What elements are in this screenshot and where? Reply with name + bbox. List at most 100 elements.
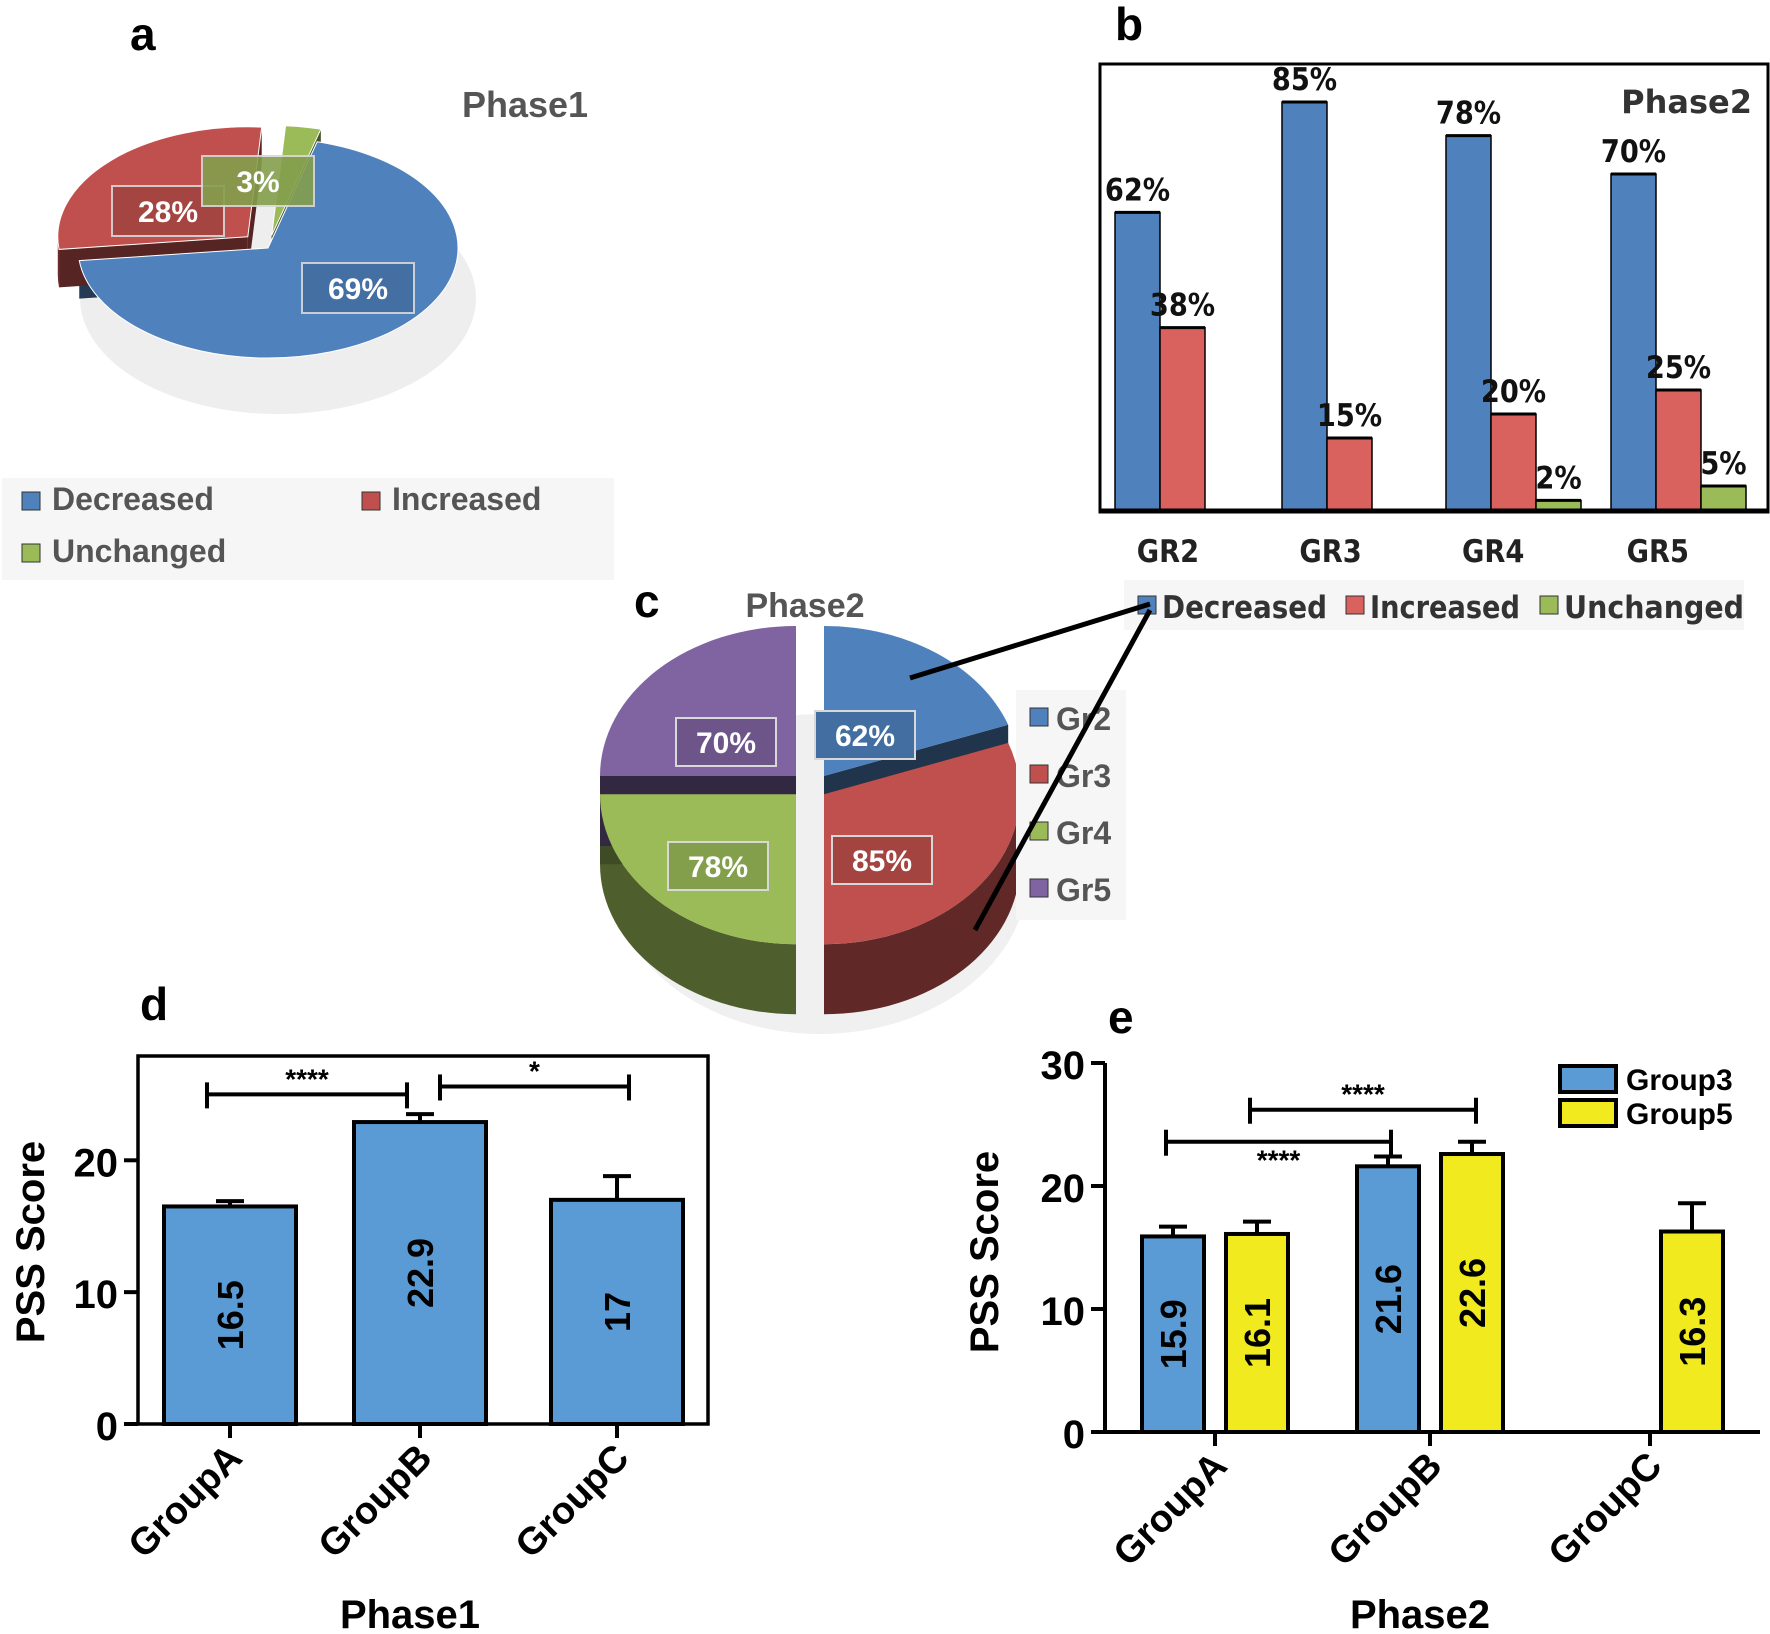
pie-c-label-box-1: [831, 835, 933, 885]
pie-c-label-box-0: [814, 710, 916, 760]
bar-value-label: 15.9: [1153, 1299, 1194, 1369]
bar-b-x-tick-gr3: GR3: [1299, 533, 1361, 569]
bar-value-label: 22.6: [1452, 1258, 1493, 1328]
y-tick-label: 30: [1041, 1044, 1086, 1088]
pie-a: 69%28%3%: [57, 125, 476, 414]
y-axis-title: PSS Score: [9, 1141, 53, 1343]
bar-series-groupa: [162, 1204, 298, 1427]
bar-value-label: 16.1: [1237, 1298, 1278, 1368]
x-tick-label-groupb: GroupB: [1321, 1445, 1451, 1575]
sig-label: ****: [285, 1063, 329, 1094]
bar-value-label: 17: [597, 1292, 638, 1332]
bar-value-label: 21.6: [1368, 1264, 1409, 1334]
legend-b-label-0: Decreased: [1162, 590, 1327, 626]
legend-a-label-2: Unchanged: [52, 533, 226, 569]
bar-b-value-label: 15%: [1317, 397, 1382, 433]
bar-b-value-label: 62%: [1105, 172, 1170, 208]
bar-b-value-label: 38%: [1150, 287, 1215, 323]
x-axis-title: Phase1: [340, 1593, 480, 1634]
connector-line-bottom: [972, 608, 1153, 932]
legend-a-swatch-1: [361, 491, 381, 511]
pie-c-label-gr3: 85%: [852, 845, 912, 878]
bar-b-value-label: 25%: [1646, 349, 1711, 385]
bar-value-label: 16.3: [1672, 1297, 1713, 1367]
legend-c-swatch-0: [1029, 707, 1049, 727]
legend-e-swatch-0: [1558, 1064, 1618, 1094]
panel-b: b Phase2 62% 85% 78% 70% 38% 15% 20% 25% 2% 5% GR2…: [1098, 0, 1770, 630]
bar-b-value-label: 78%: [1436, 95, 1501, 131]
x-tick-label-groupa: GroupA: [1106, 1445, 1236, 1575]
bar-b-decreased-gr5: [1610, 173, 1657, 511]
bar-b-x-tick-gr2: GR2: [1137, 533, 1199, 569]
legend-c-label-gr4: Gr4: [1056, 815, 1111, 851]
x-tick-label-groupc: GroupC: [1541, 1445, 1671, 1575]
panel-letter-a: a: [130, 8, 156, 60]
legend-e-swatch-1: [1558, 1098, 1618, 1128]
bar-b-decreased-gr3: [1281, 101, 1328, 511]
sig-label: *: [529, 1055, 540, 1086]
x-tick-label-groupb: GroupB: [311, 1437, 441, 1567]
legend-b-label-2: Unchanged: [1564, 590, 1744, 626]
panel-letter-c: c: [634, 575, 660, 627]
bar-b-value-label: 70%: [1601, 133, 1666, 169]
legend-a-swatch-0: [21, 491, 41, 511]
bar-b-unchanged-gr5: [1700, 485, 1747, 511]
y-tick-label: 10: [1041, 1290, 1086, 1334]
legend-c-label-gr5: Gr5: [1056, 872, 1111, 908]
y-tick-label: 0: [1063, 1413, 1085, 1457]
bar-group5-groupc: [1659, 1229, 1725, 1435]
bar-b-x-tick-gr5: GR5: [1627, 533, 1689, 569]
legend-b-bg: [1124, 580, 1744, 630]
legend-b-swatch-2: [1539, 595, 1559, 615]
bar-value-label: 22.9: [400, 1238, 441, 1308]
legend-a-label-0: Decreased: [52, 481, 214, 517]
bar-b-value-label: 5%: [1700, 445, 1746, 481]
bar-value-label: 16.5: [210, 1280, 251, 1350]
y-tick-label: 20: [1041, 1167, 1086, 1211]
pie-c-label-gr5: 70%: [696, 727, 756, 760]
pie-label-box-unchanged: [201, 155, 315, 207]
bar-b-increased-gr4: [1490, 413, 1537, 511]
pie-c-label-box-3: [675, 717, 777, 767]
bar-b-increased-gr3: [1326, 437, 1373, 511]
legend-e-label-group5: Group5: [1626, 1098, 1733, 1131]
panel-letter-b: b: [1115, 0, 1143, 50]
y-tick-label: 0: [96, 1405, 118, 1449]
legend-a-bg: [2, 478, 614, 580]
pie-c-label-gr4: 78%: [688, 851, 748, 884]
pie-c-side-gr4: [600, 794, 796, 1015]
bar-b-decreased-gr2: [1114, 211, 1161, 511]
bar-b-value-label: 2%: [1535, 460, 1581, 496]
bar-b-increased-gr5: [1655, 389, 1702, 511]
bar-b-value-label: 85%: [1272, 61, 1337, 97]
legend-b: Decreased Increased Unchanged: [1124, 580, 1744, 630]
legend-b-label-1: Increased: [1370, 590, 1520, 626]
bar-group5-groupa: [1224, 1231, 1290, 1434]
pie-c-title: Phase2: [745, 587, 864, 625]
y-tick-label: 10: [74, 1273, 119, 1317]
bar-b-title: Phase2: [1621, 83, 1752, 121]
sig-label: ****: [1257, 1145, 1301, 1176]
pie-c-label-box-2: [667, 841, 769, 891]
panel-letter-e: e: [1108, 991, 1134, 1043]
legend-e-label-group3: Group3: [1626, 1064, 1733, 1097]
bar-series-groupb: [352, 1120, 488, 1426]
bar-group3-groupa: [1140, 1234, 1206, 1435]
pie-c-side-gr3: [824, 794, 1020, 1015]
bar-b-value-label: 20%: [1481, 373, 1546, 409]
pie-c: 62%85%78%70%: [600, 626, 1028, 1034]
legend-c-swatch-1: [1029, 764, 1049, 784]
sig-label: ****: [1341, 1079, 1385, 1110]
y-axis-title: PSS Score: [963, 1151, 1007, 1353]
pie-label-unchanged: 3%: [236, 166, 279, 199]
x-tick-label-groupc: GroupC: [508, 1437, 638, 1567]
bar-b-x-tick-gr4: GR4: [1462, 533, 1524, 569]
bars-b: 62% 85% 78% 70% 38% 15% 20% 25% 2% 5% GR2 GR3 GR4 GR5: [1100, 61, 1768, 569]
